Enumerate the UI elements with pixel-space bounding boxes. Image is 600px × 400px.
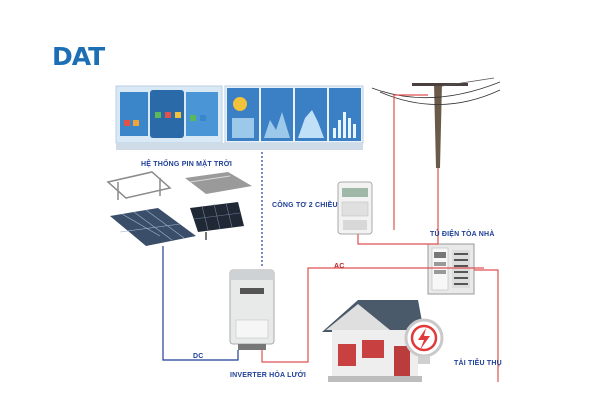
solar-system-label: HỆ THỐNG PIN MẶT TRỜI (141, 161, 233, 168)
grid-tie-inverter (229, 269, 275, 350)
house (322, 300, 424, 382)
brand-logo-text: DAT (52, 42, 105, 71)
building-panel-label: TỦ ĐIỆN TÒA NHÀ (430, 231, 495, 238)
ac-wiring (261, 94, 499, 382)
monitoring-app-screens (115, 85, 364, 150)
brand-logo: DAT (52, 42, 105, 71)
dc-wiring (162, 152, 263, 361)
distribution-panel (427, 243, 475, 295)
lightning-load-icon (404, 318, 444, 364)
bidirectional-meter (337, 181, 373, 235)
bidirectional-meter-label: CÔNG TƠ 2 CHIỀU (272, 202, 338, 209)
dc-label: DC (193, 353, 204, 360)
ac-label: AC (334, 263, 345, 270)
solar-panel-array (106, 171, 252, 246)
utility-pole (371, 77, 501, 168)
inverter-label: INVERTER HÒA LƯỚI (230, 372, 306, 379)
load-label: TẢI TIÊU THỤ (454, 360, 502, 367)
